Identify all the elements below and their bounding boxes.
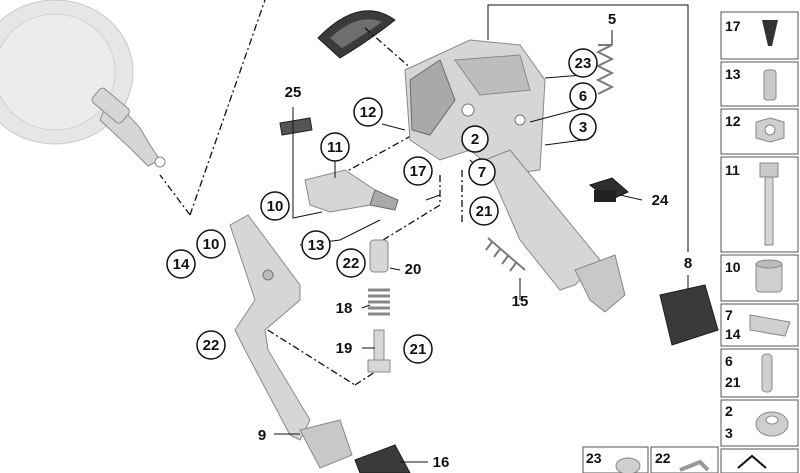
- svg-text:14: 14: [725, 326, 741, 342]
- svg-text:15: 15: [512, 293, 529, 310]
- callout-6: 6: [569, 82, 597, 110]
- legend-cell-23: 23: [582, 446, 649, 473]
- svg-text:11: 11: [725, 162, 740, 178]
- svg-text:13: 13: [308, 237, 325, 254]
- svg-text:10: 10: [203, 236, 220, 253]
- svg-text:12: 12: [725, 113, 741, 129]
- svg-text:7: 7: [725, 307, 733, 323]
- callout-9: 9: [258, 427, 266, 444]
- legend-cell-22: 22: [650, 446, 719, 473]
- svg-text:23: 23: [586, 450, 602, 466]
- svg-text:8: 8: [684, 255, 692, 272]
- svg-text:11: 11: [327, 139, 343, 156]
- svg-text:17: 17: [725, 18, 741, 34]
- pedal-pad-16: [354, 444, 411, 473]
- svg-text:20: 20: [405, 261, 422, 278]
- callout-10b: 10: [196, 229, 226, 259]
- svg-text:23: 23: [575, 55, 592, 72]
- svg-text:16: 16: [433, 454, 450, 471]
- switch-24: [588, 177, 629, 202]
- callout-18: 18: [336, 300, 353, 317]
- legend-column: 17 13 12 11 10 7 14: [720, 11, 799, 473]
- svg-text:13: 13: [725, 66, 741, 82]
- brake-pedal: [484, 149, 626, 313]
- legend-cell-10: 10: [720, 254, 799, 302]
- callout-21a: 21: [469, 196, 499, 226]
- callout-2: 2: [461, 125, 489, 153]
- svg-text:6: 6: [725, 353, 733, 369]
- legend-cell-7-14: 7 14: [720, 303, 799, 347]
- svg-text:22: 22: [203, 337, 220, 354]
- callout-3: 3: [569, 113, 597, 141]
- master-cylinder: [304, 169, 399, 213]
- legend-cell-12: 12: [720, 108, 799, 155]
- svg-text:10: 10: [267, 198, 284, 215]
- svg-text:24: 24: [652, 192, 669, 209]
- svg-text:3: 3: [725, 425, 733, 441]
- svg-text:25: 25: [285, 84, 302, 101]
- svg-text:2: 2: [471, 131, 479, 148]
- callout-12: 12: [353, 97, 383, 127]
- svg-text:12: 12: [360, 104, 377, 121]
- clutch-pedal: [229, 214, 353, 469]
- callout-23: 23: [568, 48, 598, 78]
- svg-text:14: 14: [173, 256, 190, 273]
- callout-22b: 22: [196, 330, 226, 360]
- svg-text:18: 18: [336, 300, 353, 317]
- small-parts: [279, 117, 391, 373]
- legend-bottom: 23 22: [582, 446, 719, 473]
- callouts: 2 3 5 6 7 8 9 10 10 11 12 13 14 15 16 17…: [166, 11, 692, 471]
- pedal-bracket: [404, 39, 546, 176]
- svg-text:22: 22: [343, 255, 360, 272]
- svg-text:21: 21: [725, 374, 741, 390]
- svg-text:21: 21: [476, 203, 493, 220]
- callout-16: 16: [433, 454, 450, 471]
- callout-22a: 22: [336, 248, 366, 278]
- spring-15: [485, 237, 526, 272]
- svg-text:6: 6: [579, 88, 587, 105]
- svg-text:2: 2: [725, 403, 733, 419]
- gasket: [317, 10, 396, 59]
- callout-20: 20: [405, 261, 422, 278]
- callout-10a: 10: [260, 191, 290, 221]
- svg-text:19: 19: [336, 340, 353, 357]
- pedal-pad-8: [659, 284, 719, 346]
- svg-text:9: 9: [258, 427, 266, 444]
- svg-text:10: 10: [725, 259, 741, 275]
- brake-booster: [0, 0, 166, 168]
- svg-text:22: 22: [655, 450, 671, 466]
- callout-19: 19: [336, 340, 353, 357]
- legend-cell-6-21: 6 21: [720, 348, 799, 398]
- svg-text:3: 3: [579, 119, 587, 136]
- callout-25: 25: [285, 84, 302, 101]
- svg-text:7: 7: [478, 164, 486, 181]
- legend-cell-13: 13: [720, 61, 799, 107]
- legend-cell-11: 11: [720, 156, 799, 253]
- callout-17: 17: [403, 156, 433, 186]
- callout-8: 8: [684, 255, 692, 272]
- legend-cell-arrow: [720, 448, 799, 473]
- svg-text:17: 17: [410, 163, 427, 180]
- callout-13: 13: [301, 230, 331, 260]
- callout-7: 7: [468, 158, 496, 186]
- legend-cell-17: 17: [720, 11, 799, 60]
- callout-5: 5: [608, 11, 616, 28]
- callout-24: 24: [652, 192, 669, 209]
- callout-21b: 21: [403, 334, 433, 364]
- callout-14: 14: [166, 249, 196, 279]
- svg-text:21: 21: [410, 341, 427, 358]
- svg-text:5: 5: [608, 11, 616, 28]
- spring-5: [595, 44, 615, 95]
- legend-cell-2-3: 2 3: [720, 399, 799, 447]
- callout-11: 11: [320, 132, 350, 162]
- callout-15: 15: [512, 293, 529, 310]
